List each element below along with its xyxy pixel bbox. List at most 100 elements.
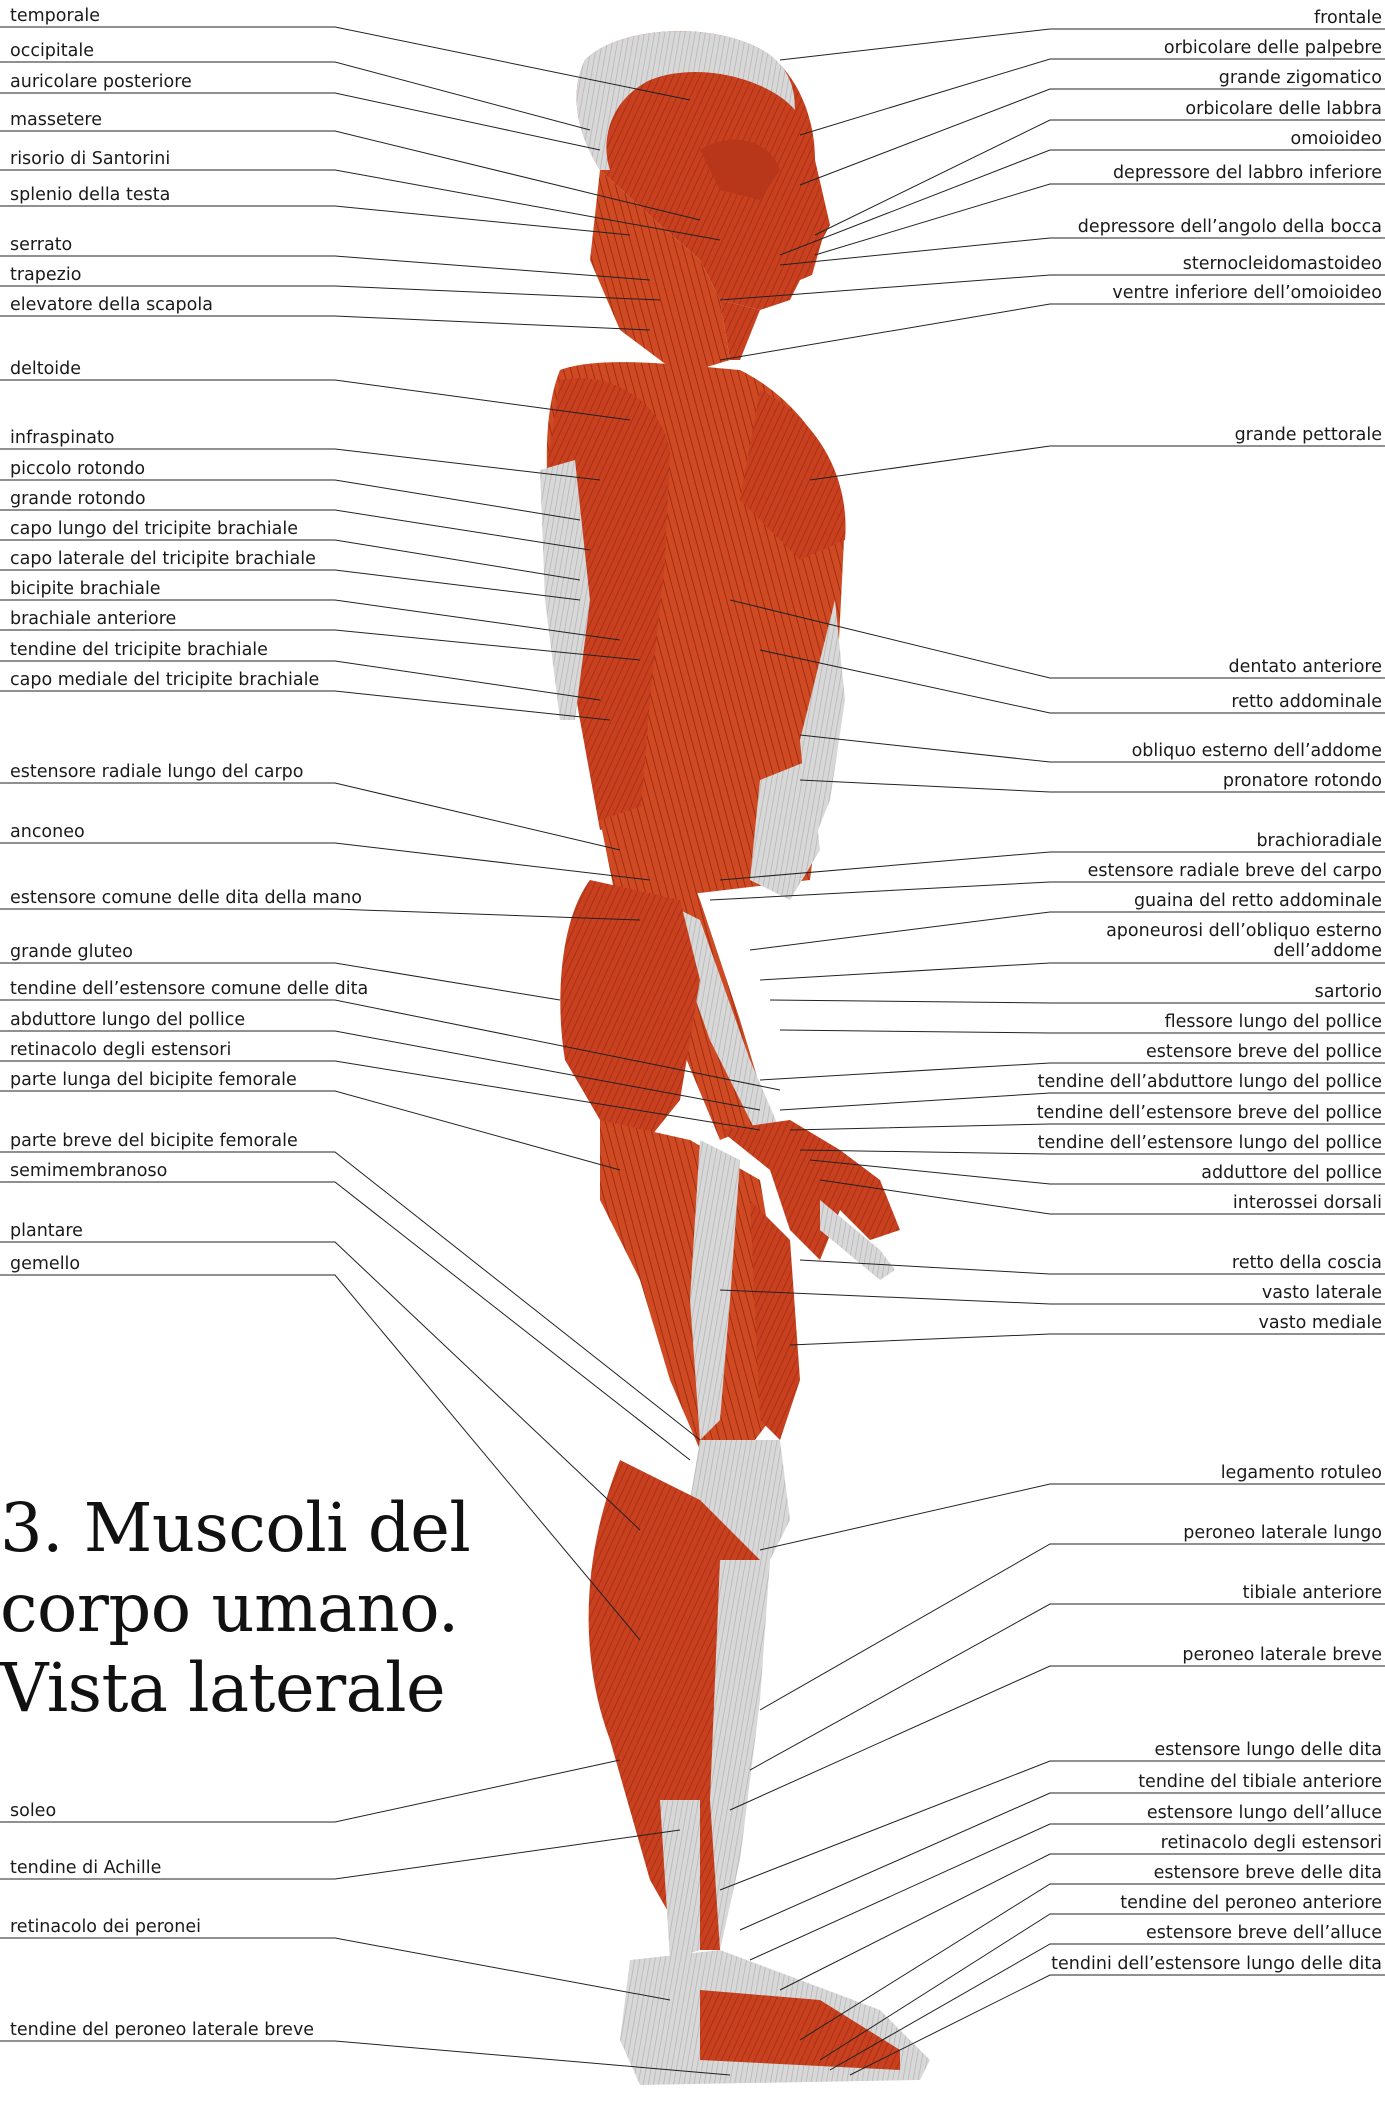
label-peroneo-laterale-lungo: peroneo laterale lungo bbox=[1183, 1523, 1382, 1543]
label-vasto-mediale: vasto mediale bbox=[1259, 1313, 1382, 1333]
title-line-2: corpo umano. bbox=[0, 1568, 470, 1648]
leader-line-right bbox=[760, 1544, 1385, 1710]
label-estensore-comune-dita: estensore comune delle dita della mano bbox=[10, 888, 362, 908]
label-estensore-radiale-breve: estensore radiale breve del carpo bbox=[1088, 861, 1382, 881]
label-plantare: plantare bbox=[10, 1221, 83, 1241]
label-legamento-rotuleo: legamento rotuleo bbox=[1221, 1463, 1382, 1483]
title-line-1: 3. Muscoli del bbox=[0, 1488, 470, 1568]
label-infraspinato: infraspinato bbox=[10, 428, 115, 448]
label-capo-mediale-tricipite: capo mediale del tricipite brachiale bbox=[10, 670, 319, 690]
label-ventre-inferiore-omoioideo: ventre inferiore dell’omoioideo bbox=[1112, 283, 1382, 303]
label-estensore-radiale-lungo: estensore radiale lungo del carpo bbox=[10, 762, 303, 782]
label-tendine-tibiale-anteriore: tendine del tibiale anteriore bbox=[1138, 1772, 1382, 1792]
leader-line-left bbox=[0, 783, 620, 850]
label-gemello: gemello bbox=[10, 1254, 80, 1274]
label-grande-rotondo: grande rotondo bbox=[10, 489, 146, 509]
label-elevatore-della-scapola: elevatore della scapola bbox=[10, 295, 213, 315]
leader-line-left bbox=[0, 691, 610, 720]
label-tendine-estensore-comune: tendine dell’estensore comune delle dita bbox=[10, 979, 368, 999]
label-brachioradiale: brachioradiale bbox=[1256, 831, 1382, 851]
leader-line-left bbox=[0, 1152, 700, 1440]
label-tendine-di-achille: tendine di Achille bbox=[10, 1858, 161, 1878]
label-flessore-lungo-pollice: flessore lungo del pollice bbox=[1165, 1012, 1382, 1032]
label-piccolo-rotondo: piccolo rotondo bbox=[10, 459, 145, 479]
label-bicipite-brachiale: bicipite brachiale bbox=[10, 579, 161, 599]
leader-line-left bbox=[0, 1242, 640, 1530]
label-pronatore-rotondo: pronatore rotondo bbox=[1223, 771, 1382, 791]
label-tendine-estensore-lungo: tendine dell’estensore lungo del pollice bbox=[1038, 1133, 1382, 1153]
label-parte-lunga-bicipite-femorale: parte lunga del bicipite femorale bbox=[10, 1070, 297, 1090]
label-dentato-anteriore: dentato anteriore bbox=[1229, 657, 1382, 677]
diagram-title: 3. Muscoli del corpo umano. Vista latera… bbox=[0, 1488, 470, 1728]
label-sternocleidomastoideo: sternocleidomastoideo bbox=[1183, 254, 1382, 274]
label-sartorio: sartorio bbox=[1315, 982, 1382, 1002]
label-retinacolo-dei-peronei: retinacolo dei peronei bbox=[10, 1917, 201, 1937]
label-grande-zigomatico: grande zigomatico bbox=[1219, 68, 1382, 88]
label-massetere: massetere bbox=[10, 110, 102, 130]
label-tendine-peroneo-laterale-breve: tendine del peroneo laterale breve bbox=[10, 2020, 314, 2040]
leader-line-left bbox=[0, 909, 640, 920]
label-retto-della-coscia: retto della coscia bbox=[1232, 1253, 1382, 1273]
label-orbicolare-labbra: orbicolare delle labbra bbox=[1185, 99, 1382, 119]
label-tendine-peroneo-anteriore: tendine del peroneo anteriore bbox=[1120, 1893, 1382, 1913]
label-splenio-della-testa: splenio della testa bbox=[10, 185, 170, 205]
leader-line-left bbox=[0, 316, 650, 330]
label-retto-addominale: retto addominale bbox=[1231, 692, 1382, 712]
leader-line-left bbox=[0, 2041, 730, 2075]
label-tibiale-anteriore: tibiale anteriore bbox=[1243, 1583, 1382, 1603]
label-peroneo-laterale-breve: peroneo laterale breve bbox=[1182, 1645, 1382, 1665]
foot bbox=[620, 1950, 930, 2085]
label-frontale: frontale bbox=[1314, 8, 1382, 28]
label-retinacolo-estensori-piede: retinacolo degli estensori bbox=[1161, 1833, 1382, 1853]
label-depressore-angolo-bocca: depressore dell’angolo della bocca bbox=[1078, 217, 1382, 237]
title-line-3: Vista laterale bbox=[0, 1648, 470, 1728]
label-depressore-labbro-inferiore: depressore del labbro inferiore bbox=[1113, 163, 1382, 183]
label-omoioideo: omoioideo bbox=[1291, 129, 1382, 149]
leader-line-right bbox=[720, 304, 1385, 360]
label-tendine-tricipite: tendine del tricipite brachiale bbox=[10, 640, 268, 660]
label-grande-gluteo: grande gluteo bbox=[10, 942, 133, 962]
label-brachiale-anteriore: brachiale anteriore bbox=[10, 609, 176, 629]
label-estensore-breve-pollice: estensore breve del pollice bbox=[1146, 1042, 1382, 1062]
leader-line-left bbox=[0, 1938, 670, 2000]
label-capo-lungo-tricipite: capo lungo del tricipite brachiale bbox=[10, 519, 298, 539]
label-anconeo: anconeo bbox=[10, 822, 85, 842]
leader-line-left bbox=[0, 256, 650, 280]
leader-line-right bbox=[770, 1000, 1385, 1003]
label-estensore-breve-dita: estensore breve delle dita bbox=[1154, 1863, 1382, 1883]
label-semimembranoso: semimembranoso bbox=[10, 1161, 167, 1181]
label-serrato: serrato bbox=[10, 235, 72, 255]
label-abduttore-lungo-pollice: abduttore lungo del pollice bbox=[10, 1010, 245, 1030]
leader-line-left bbox=[0, 843, 650, 880]
label-deltoide: deltoide bbox=[10, 359, 81, 379]
label-capo-laterale-tricipite: capo laterale del tricipite brachiale bbox=[10, 549, 316, 569]
label-risorio-di-santorini: risorio di Santorini bbox=[10, 149, 170, 169]
label-tendini-estensore-lungo-dita: tendini dell’estensore lungo delle dita bbox=[1051, 1954, 1382, 1974]
label-orbicolare-palpebre: orbicolare delle palpebre bbox=[1164, 38, 1382, 58]
leader-line-left bbox=[0, 1760, 620, 1822]
label-tendine-estensore-breve: tendine dell’estensore breve del pollice bbox=[1037, 1103, 1382, 1123]
label-soleo: soleo bbox=[10, 1801, 56, 1821]
leader-line-right bbox=[810, 446, 1385, 480]
label-interossei-dorsali: interossei dorsali bbox=[1233, 1193, 1382, 1213]
label-retinacolo-estensori: retinacolo degli estensori bbox=[10, 1040, 231, 1060]
label-trapezio: trapezio bbox=[10, 265, 81, 285]
label-vasto-laterale: vasto laterale bbox=[1262, 1283, 1382, 1303]
label-tendine-abduttore-lungo: tendine dell’abduttore lungo del pollice bbox=[1038, 1072, 1382, 1092]
label-temporale: temporale bbox=[10, 6, 100, 26]
label-grande-pettorale: grande pettorale bbox=[1235, 425, 1382, 445]
label-adduttore-pollice: adduttore del pollice bbox=[1201, 1163, 1382, 1183]
label-auricolare-posteriore: auricolare posteriore bbox=[10, 72, 192, 92]
label-estensore-breve-alluce: estensore breve dell’alluce bbox=[1146, 1923, 1382, 1943]
leader-line-left bbox=[0, 1182, 690, 1460]
label-aponeurosi-obliquo: aponeurosi dell’obliquo esterno dell’add… bbox=[1082, 921, 1382, 961]
leader-line-left bbox=[0, 380, 630, 420]
leader-line-left bbox=[0, 206, 630, 235]
thigh bbox=[560, 880, 800, 1460]
leader-line-right bbox=[790, 1334, 1385, 1345]
label-obliquo-esterno: obliquo esterno dell’addome bbox=[1132, 741, 1382, 761]
label-guaina-retto-addominale: guaina del retto addominale bbox=[1134, 891, 1382, 911]
label-estensore-lungo-alluce: estensore lungo dell’alluce bbox=[1147, 1803, 1382, 1823]
label-parte-breve-bicipite-femorale: parte breve del bicipite femorale bbox=[10, 1131, 298, 1151]
